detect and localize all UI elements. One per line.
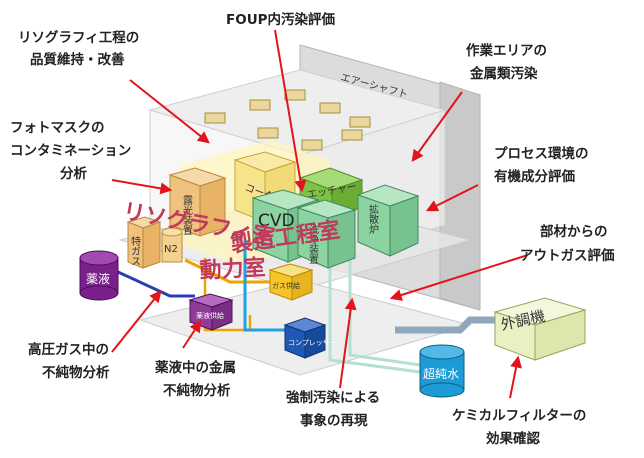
diffusion-label: 拡散炉 — [367, 203, 379, 235]
n2-unit: N2 — [161, 227, 183, 263]
label-forced-contamination: 強制汚染による 事象の再現 — [286, 389, 380, 429]
ceiling-filter — [341, 129, 363, 141]
label-chemical-filter: ケミカルフィルターの 効果確認 — [452, 408, 586, 447]
label-process-env: プロセス環境の 有機成分評価 — [494, 145, 589, 185]
chemical-supply-unit: 薬液供給 — [188, 293, 234, 331]
exposure-unit: 露光装置 — [168, 167, 227, 237]
gas-supply-label: ガス供給 — [272, 281, 300, 290]
label-litho-process: リソグラフィ工程の 品質維持・改善 — [18, 29, 139, 68]
n2-label: N2 — [164, 244, 178, 255]
ceiling-filter — [249, 99, 271, 111]
arrows — [111, 29, 529, 399]
diffusion-unit: 拡散炉 — [356, 184, 420, 257]
svg-text:部材からの: 部材からの — [540, 223, 608, 240]
gas-supply-unit: ガス供給 — [268, 263, 314, 301]
svg-text:FOUP内汚染評価: FOUP内汚染評価 — [226, 11, 336, 28]
ultrapure-water-tank: 超純水 — [419, 344, 465, 398]
svg-text:不純物分析: 不純物分析 — [163, 382, 231, 399]
svg-text:ケミカルフィルターの: ケミカルフィルターの — [452, 408, 586, 424]
svg-text:有機成分評価: 有機成分評価 — [494, 168, 575, 185]
chemical-tank: 薬液 — [79, 250, 119, 301]
ceiling-filter — [257, 127, 279, 139]
ceiling-filter — [301, 139, 323, 151]
compressor-unit: コンプレッサー — [283, 317, 337, 359]
svg-text:アウトガス評価: アウトガス評価 — [520, 247, 615, 264]
outdoor-unit: 外調機 — [493, 297, 587, 361]
label-photomask: フォトマスクの コンタミネーション 分析 — [10, 120, 131, 182]
label-chemical-metal: 薬液中の金属 不純物分析 — [155, 359, 236, 399]
label-outgas: 部材からの アウトガス評価 — [520, 223, 615, 264]
exposure-label: 露光装置 — [181, 195, 193, 235]
svg-text:不純物分析: 不純物分析 — [42, 364, 110, 381]
svg-text:高圧ガス中の: 高圧ガス中の — [28, 341, 109, 358]
svg-text:強制汚染による: 強制汚染による — [286, 389, 380, 406]
svg-text:コンタミネーション: コンタミネーション — [10, 143, 131, 159]
special-gas-label: 特ガス — [129, 236, 141, 266]
ceiling-filter — [284, 89, 306, 101]
chemical-label: 薬液 — [86, 271, 110, 286]
chemical-supply-label: 薬液供給 — [196, 311, 224, 320]
cleaning-unit: 洗浄装置 — [296, 199, 357, 269]
compressor-label: コンプレッサー — [288, 339, 337, 347]
svg-text:効果確認: 効果確認 — [486, 430, 540, 447]
svg-text:作業エリアの: 作業エリアの — [466, 42, 547, 59]
svg-text:金属類汚染: 金属類汚染 — [469, 65, 538, 82]
ultrapure-water-label: 超純水 — [423, 366, 459, 381]
svg-text:プロセス環境の: プロセス環境の — [494, 145, 589, 162]
svg-text:事象の再現: 事象の再現 — [300, 412, 368, 429]
cvd-unit: CVD — [251, 189, 320, 263]
svg-text:リソグラフィ工程の: リソグラフィ工程の — [18, 29, 139, 46]
svg-text:フォトマスクの: フォトマスクの — [10, 120, 105, 136]
cvd-label: CVD — [258, 211, 295, 231]
label-foup: FOUP内汚染評価 — [226, 11, 336, 28]
svg-text:分析: 分析 — [60, 165, 87, 182]
special-gas-unit: 特ガス — [126, 216, 162, 269]
cleaning-label: 洗浄装置 — [307, 224, 319, 264]
ceiling-filter — [319, 102, 341, 114]
svg-text:品質維持・改善: 品質維持・改善 — [30, 51, 125, 68]
label-work-area: 作業エリアの 金属類汚染 — [466, 42, 547, 82]
room-power: 動力室 — [199, 255, 266, 284]
ceiling-filter — [349, 116, 371, 128]
ceiling-filter — [204, 112, 226, 124]
label-high-pressure-gas: 高圧ガス中の 不純物分析 — [28, 341, 110, 381]
svg-text:薬液中の金属: 薬液中の金属 — [155, 359, 236, 376]
